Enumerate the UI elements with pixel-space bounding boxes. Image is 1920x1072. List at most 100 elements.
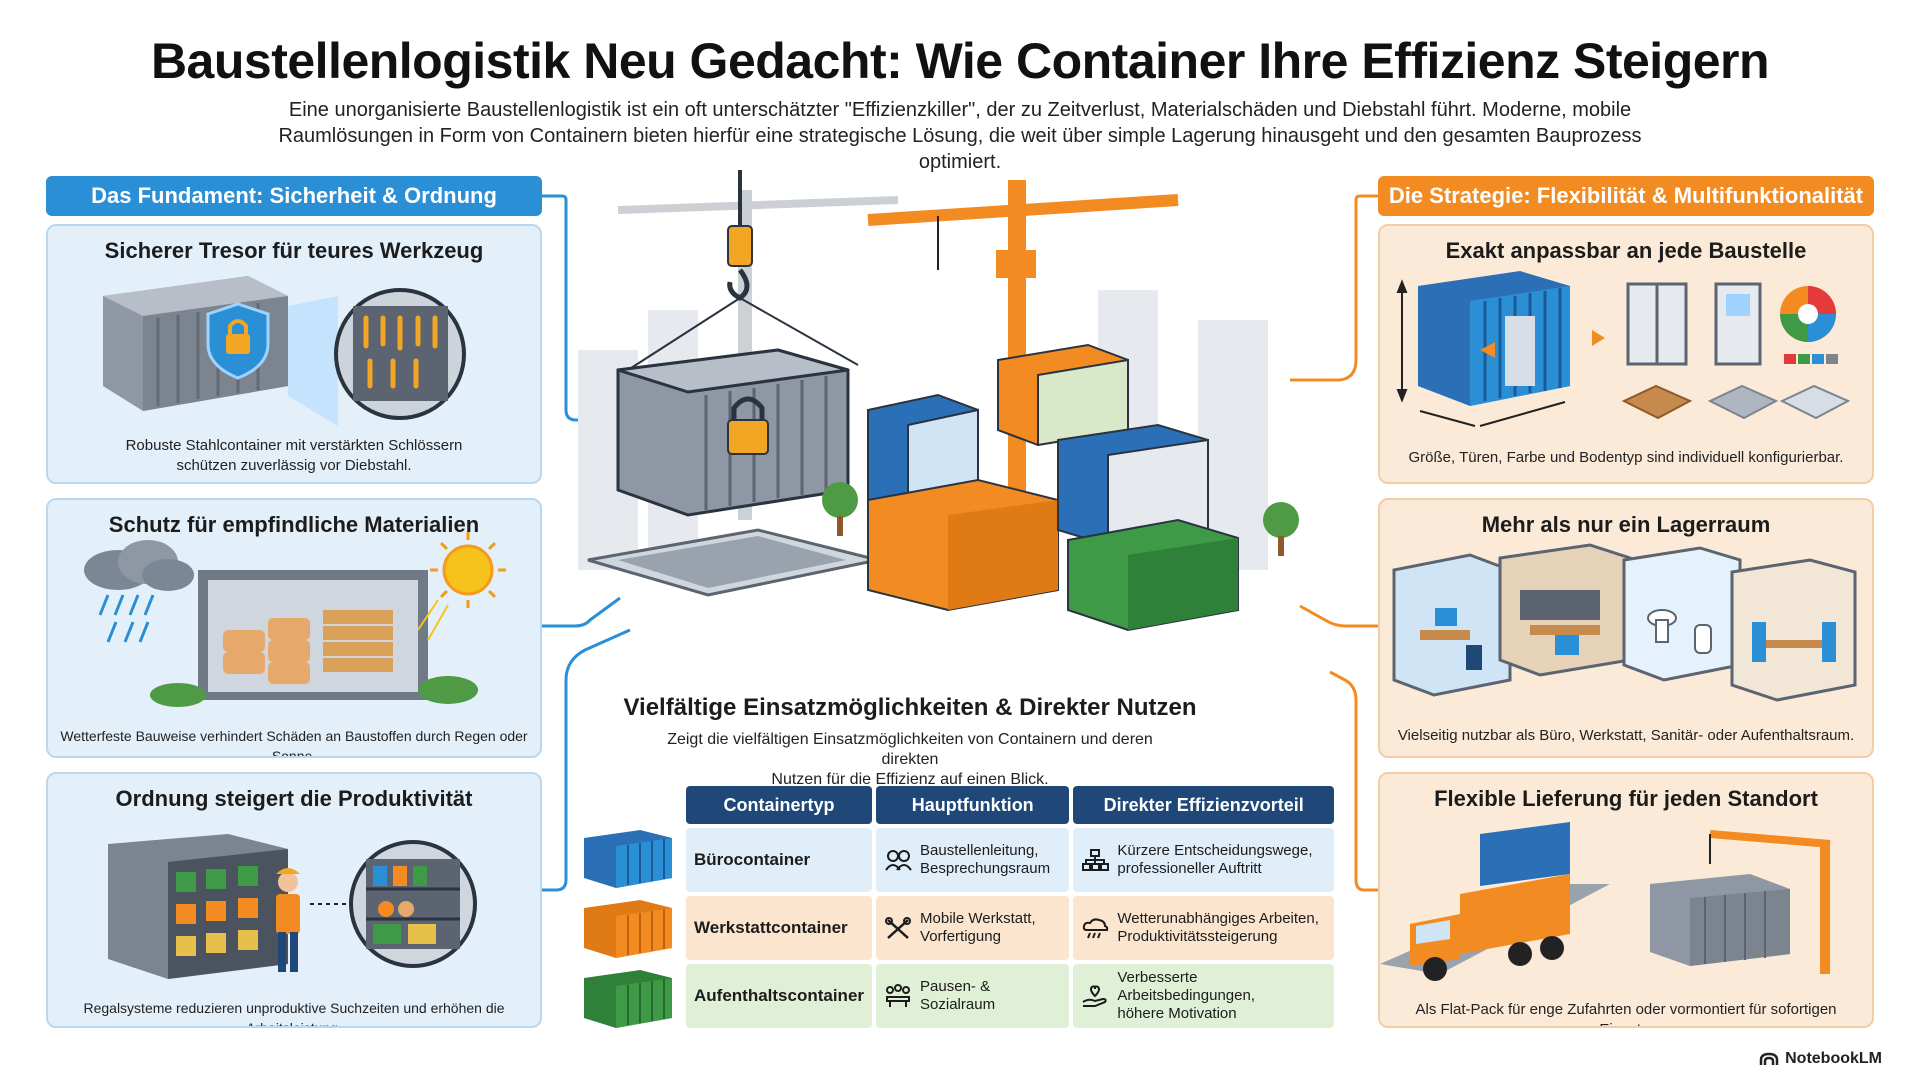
- heart-hand-icon: [1082, 985, 1108, 1007]
- tool-security-illustration: [103, 276, 466, 426]
- intro-text: Eine unorganisierte Baustellenlogistik i…: [270, 97, 1650, 175]
- shelf-detail-icon: [349, 840, 477, 968]
- shield-lock-icon: [206, 302, 270, 380]
- container-usage-table: Containertyp Hauptfunktion Direkter Effi…: [682, 782, 1338, 1032]
- color-wheel-icon: [1780, 286, 1838, 364]
- intro-line-2: Raumlösungen in Form von Containern biet…: [278, 125, 1642, 173]
- container-type-cell: Werkstattcontainer: [686, 896, 873, 960]
- card-description: Vielseitig nutzbar als Büro, Werkstatt, …: [1390, 726, 1862, 746]
- material-protection-illustration: [84, 532, 506, 707]
- table-header-cell: Direkter Effizienzvorteil: [1073, 786, 1334, 824]
- benefit-line-1: Verbesserte Arbeitsbedingungen,: [1117, 969, 1255, 1004]
- tree-icon: [822, 482, 1299, 556]
- workshop-room-icon: [1498, 543, 1632, 677]
- card-desc-line-2: schützen zuverlässig vor Diebstahl.: [176, 457, 412, 474]
- stacked-containers-icon: [867, 343, 1239, 632]
- card-desc-line-1: Vielseitig nutzbar als Büro, Werkstatt, …: [1397, 727, 1855, 744]
- card-multi-use: Mehr als nur ein Lagerraum Vielseitig nu…: [1378, 498, 1874, 758]
- card-description: Robuste Stahlcontainer mit verstärkten S…: [58, 436, 530, 476]
- hook-icon: [627, 170, 859, 371]
- card-title: Schutz für empfindliche Materialien: [108, 512, 480, 537]
- intro-line-1: Eine unorganisierte Baustellenlogistik i…: [288, 99, 1632, 121]
- benefit-cell: Wetterunabhängiges Arbeiten,Produktivitä…: [1073, 896, 1334, 960]
- central-container-scene: [578, 170, 1299, 632]
- card-title: Sicherer Tresor für teures Werkzeug: [104, 238, 484, 263]
- sun-icon: [417, 532, 506, 641]
- center-subtitle: Zeigt die vielfältigen Einsatzmöglichkei…: [650, 730, 1170, 790]
- card-title: Exakt anpassbar an jede Baustelle: [1445, 238, 1807, 263]
- card-description: Als Flat-Pack für enge Zufahrten oder vo…: [1390, 1000, 1862, 1026]
- truck-icon: [1410, 822, 1570, 981]
- multi-use-illustration: [1392, 543, 1857, 702]
- card-desc-line-1: Größe, Türen, Farbe und Bodentyp sind in…: [1408, 449, 1844, 466]
- table-row: Werkstattcontainer Mobile Werkstatt,Vorf…: [686, 896, 1334, 960]
- benefit-line-2: Produktivitätssteigerung: [1117, 928, 1278, 945]
- break-room-icon: [1730, 558, 1857, 702]
- function-cell: Mobile Werkstatt,Vorfertigung: [876, 896, 1070, 960]
- worker-icon: [276, 868, 300, 972]
- benefit-line-2: höhere Motivation: [1117, 1005, 1237, 1022]
- left-section-header: Das Fundament: Sicherheit & Ordnung: [46, 176, 542, 216]
- tool-wall-icon: [334, 288, 466, 420]
- open-container-icon: [198, 570, 428, 700]
- function-line-2: Besprechungsraum: [920, 860, 1051, 877]
- weather-icon: [1083, 918, 1109, 939]
- benefit-line-1: Wetterunabhängiges Arbeiten,: [1117, 910, 1319, 927]
- benefit-line-2: professioneller Auftritt: [1117, 860, 1262, 877]
- tools-icon: [885, 917, 912, 939]
- org-chart-icon: [1082, 849, 1110, 871]
- card-desc-line-1: Regalsysteme reduzieren unproduktive Suc…: [83, 1000, 505, 1028]
- crane-icon: [1709, 830, 1831, 974]
- card-order-productivity: Ordnung steigert die Produktivität Regal…: [46, 772, 542, 1028]
- brand-label: NotebookLM: [1785, 1050, 1882, 1067]
- card-delivery: Flexible Lieferung für jeden Standort Al…: [1378, 772, 1874, 1028]
- orange-container-icon: [584, 900, 672, 958]
- card-description: Wetterfeste Bauweise verhindert Schäden …: [58, 726, 530, 758]
- center-sub-line-2: Nutzen für die Effizienz auf einen Blick…: [771, 771, 1049, 788]
- table-row: Aufenthaltscontainer Pausen- & Sozialrau…: [686, 964, 1334, 1028]
- group-table-icon: [886, 984, 911, 1007]
- center-title: Vielfältige Einsatzmöglichkeiten & Direk…: [623, 694, 1197, 721]
- notebooklm-logo-icon: [1759, 1052, 1779, 1065]
- people-icon: [885, 850, 912, 871]
- floor-types-icon: [1621, 384, 1851, 420]
- function-cell: Pausen- & Sozialraum: [876, 964, 1070, 1028]
- card-tool-security: Sicherer Tresor für teures Werkzeug Robu…: [46, 224, 542, 484]
- table-header-cell: Hauptfunktion: [876, 786, 1070, 824]
- card-desc-line-1: Als Flat-Pack für enge Zufahrten oder vo…: [1415, 1001, 1837, 1026]
- benefit-cell: Verbesserte Arbeitsbedingungen,höhere Mo…: [1073, 964, 1334, 1028]
- card-title: Flexible Lieferung für jeden Standort: [1434, 786, 1818, 811]
- function-line-1: Pausen- & Sozialraum: [920, 978, 996, 1013]
- benefit-line-1: Kürzere Entscheidungswege,: [1117, 842, 1313, 859]
- delivery-illustration: [1380, 822, 1831, 981]
- card-title: Mehr als nur ein Lagerraum: [1481, 512, 1771, 537]
- card-customizable: Exakt anpassbar an jede Baustelle Größe,…: [1378, 224, 1874, 484]
- card-desc-line-1: Wetterfeste Bauweise verhindert Schäden …: [60, 728, 528, 758]
- customizable-illustration: [1396, 271, 1851, 427]
- shelf-container-icon: [108, 834, 288, 979]
- center-sub-line-1: Zeigt die vielfältigen Einsatzmöglichkei…: [667, 731, 1153, 768]
- function-line-2: Vorfertigung: [920, 928, 1001, 945]
- container-type-cell: Aufenthaltscontainer: [686, 964, 873, 1028]
- blue-container-icon: [1418, 271, 1570, 406]
- sanitary-room-icon: [1622, 546, 1742, 682]
- brand-watermark: NotebookLM: [1759, 1050, 1882, 1068]
- benefit-cell: Kürzere Entscheidungswege,professionelle…: [1073, 828, 1334, 892]
- crate-container-icon: [1650, 874, 1790, 966]
- green-container-icon: [584, 970, 672, 1028]
- table-row: Bürocontainer Baustellenleitung,Besprech…: [686, 828, 1334, 892]
- container-type-cell: Bürocontainer: [686, 828, 873, 892]
- table-header-cell: Containertyp: [686, 786, 873, 824]
- right-section-header: Die Strategie: Flexibilität & Multifunkt…: [1378, 176, 1874, 216]
- hanging-container-icon: [616, 348, 850, 517]
- card-desc-line-1: Robuste Stahlcontainer mit verstärkten S…: [125, 437, 463, 454]
- door-options-icon: [1626, 282, 1762, 366]
- blue-container-icon: [584, 830, 672, 888]
- rain-cloud-icon: [84, 540, 194, 643]
- card-description: Regalsysteme reduzieren unproduktive Suc…: [58, 998, 530, 1028]
- page-title: Baustellenlogistik Neu Gedacht: Wie Cont…: [150, 33, 1770, 89]
- card-material-protection: Schutz für empfindliche Materialien Wett…: [46, 498, 542, 758]
- order-productivity-illustration: [108, 834, 477, 979]
- function-cell: Baustellenleitung,Besprechungsraum: [876, 828, 1070, 892]
